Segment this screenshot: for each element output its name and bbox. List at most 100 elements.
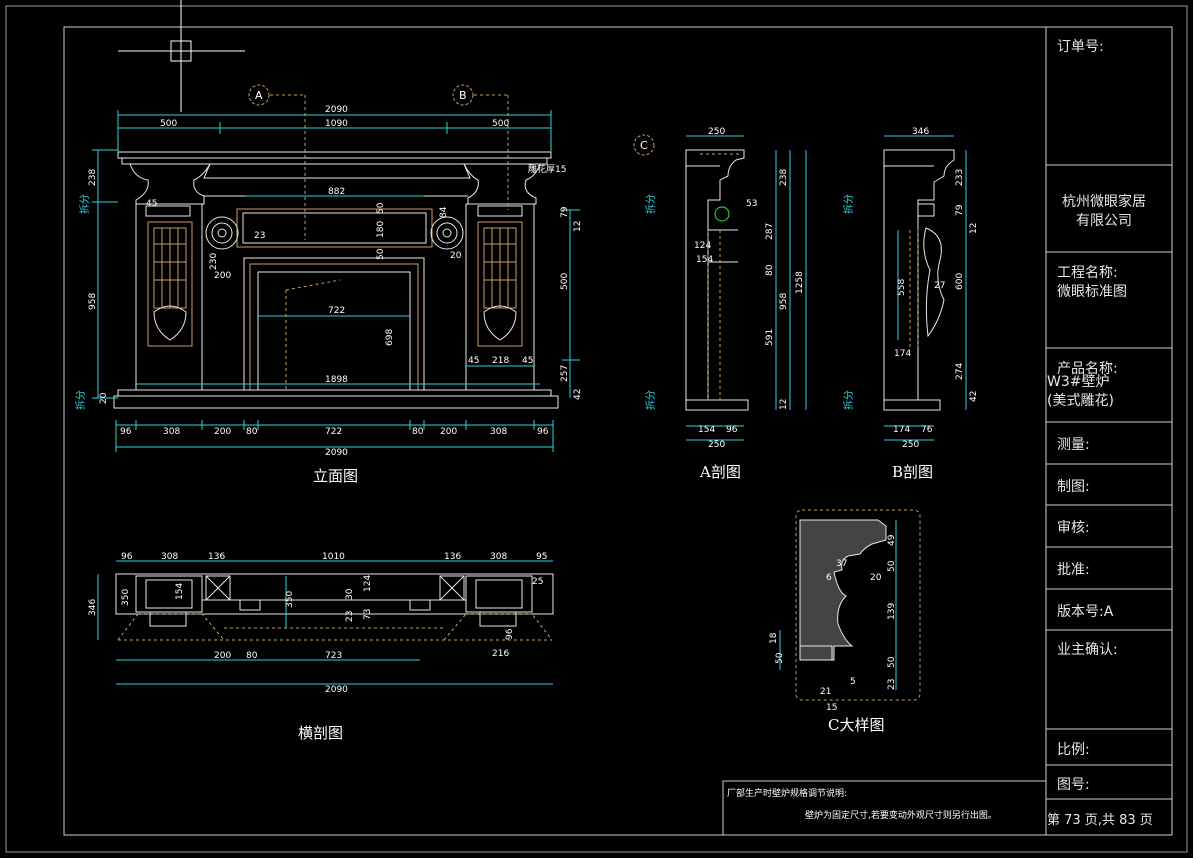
plan-dim-top: 308 [490,552,507,562]
sec-a-dim-right: 287 [765,223,775,240]
crosshair-cursor-icon [118,0,245,112]
sheet-no-label: 图号: [1057,777,1090,793]
plan-dim-top: 308 [161,552,178,562]
elev-dim-bottom: 80 [246,427,258,437]
plan-dim-bottom: 216 [492,649,509,659]
sec-b-dim-bottom: 174 [893,425,910,435]
elev-dim-bottom-total: 2090 [325,448,348,458]
elev-dim-misc: 218 [492,356,509,366]
elev-dim-top-mid: 1090 [325,119,348,129]
sec-a-dim-bottom: 154 [698,425,715,435]
split-label: 拆分 [78,194,91,214]
elev-dim-inner: 722 [328,306,345,316]
plan-title: 横剖图 [298,724,343,742]
sec-b-dim-left: 174 [894,349,911,359]
measure-label: 测量: [1057,437,1090,453]
elev-dim-bottom: 96 [537,427,549,437]
section-marker-b-icon [452,84,474,106]
plan-dim-top: 1010 [322,552,345,562]
sec-a-dim-bottom: 96 [726,425,738,435]
sec-b-dim-left: 558 [897,279,907,296]
elev-dim-right: 257 [560,365,570,382]
elev-dim-misc: 45 [522,356,533,366]
plan-dim-total: 2090 [325,685,348,695]
inner-frame [63,26,1173,836]
detail-dim-right: 50 [887,656,897,668]
elev-dim-bottom: 308 [490,427,507,437]
elev-dim-misc: 20 [99,392,109,404]
detail-dim-right: 50 [887,560,897,572]
notes-body: 壁炉为固定尺寸,若要变动外观尺寸则另行出图。 [805,809,997,821]
version-label: 版本号:A [1057,604,1114,620]
product-name-value-line2: (美式雕花) [1047,393,1114,409]
plan-dim-inner: 25 [532,577,543,587]
elev-dim-top-left: 500 [160,119,177,129]
sec-a-dim-right: 238 [779,169,789,186]
elev-dim-bottom: 80 [412,427,424,437]
carved-panel-right-icon [477,221,523,347]
elev-dim-top-right: 500 [492,119,509,129]
plan-dim-inner: 350 [285,591,295,608]
section-b-view: 346 174 76 250 233 79 12 600 274 42 558 … [842,127,979,481]
elev-dim-top-total: 2090 [325,105,348,115]
section-marker-c-icon [633,134,655,156]
elev-dim-bottom: 200 [440,427,457,437]
sec-b-dim-top: 346 [912,127,929,137]
product-name-value-line1: W3#壁炉 [1047,374,1110,390]
sec-b-dim-bottom: 76 [921,425,933,435]
plan-view: 96 308 136 1010 136 308 95 200 80 723 21… [88,552,554,742]
elev-dim-right: 12 [573,221,583,232]
elev-dim-misc: 45 [468,356,479,366]
plan-dim-inner: 350 [121,589,131,606]
sec-a-dim-misc: 53 [746,199,757,209]
sec-b-dim-right: 274 [955,363,965,380]
elev-dim-inner: 1898 [325,375,348,385]
detail-c-callout-icon [714,206,730,222]
plan-dim-top: 136 [444,552,461,562]
outer-frame [5,5,1188,853]
elev-dim-right: 42 [573,389,583,400]
section-marker-a-label: A [255,89,263,102]
project-name-value: 微眼标准图 [1057,284,1127,300]
elev-dim-misc: 45 [146,199,157,209]
plan-dim-top: 136 [208,552,225,562]
elev-dim-left: 958 [88,293,98,310]
sec-b-dim-right: 233 [955,169,965,186]
order-no-label: 订单号: [1057,39,1104,55]
rosette-right-icon [430,216,464,250]
detail-dim-misc: 6 [826,573,832,583]
approve-label: 批准: [1057,562,1090,578]
split-label: 拆分 [842,194,855,214]
carved-panel-left-icon [147,221,193,347]
plan-dim-bottom: 80 [246,651,258,661]
elev-dim-misc: 200 [214,271,231,281]
plan-dim-left: 346 [88,599,98,616]
split-label: 拆分 [644,194,657,214]
sec-a-dim-right: 591 [765,329,775,346]
elevation-view: A B 2090 500 1090 500 96 308 200 80 722 … [74,84,583,485]
sec-a-dim-left: 154 [696,255,713,265]
elev-dim-bottom: 200 [214,427,231,437]
detail-dim-right: 49 [887,534,897,546]
detail-dim-misc: 5 [850,677,856,687]
elev-dim-misc: 230 [209,253,219,270]
sec-a-dim-top: 250 [708,127,725,137]
plan-dim-bottom: 723 [325,651,342,661]
split-label: 拆分 [74,390,87,410]
sec-b-dim-right: 600 [955,273,965,290]
sec-a-dim-right: 1258 [795,271,805,294]
carving-thickness-label: 雕花厚15 [528,163,566,175]
company-name-line2: 有限公司 [1076,213,1132,229]
elev-dim-bottom: 722 [325,427,342,437]
title-block-lines [1046,164,1172,800]
section-marker-b-label: B [459,89,467,102]
detail-dim-right: 139 [887,603,897,620]
rosette-left-icon [205,216,239,250]
draw-label: 制图: [1057,479,1090,495]
elevation-title: 立面图 [313,467,358,485]
elev-dim-bottom: 96 [120,427,132,437]
elev-dim-misc: 180 [376,221,386,238]
sec-a-dim-right: 12 [779,399,789,410]
detail-dim-misc: 15 [826,703,837,713]
